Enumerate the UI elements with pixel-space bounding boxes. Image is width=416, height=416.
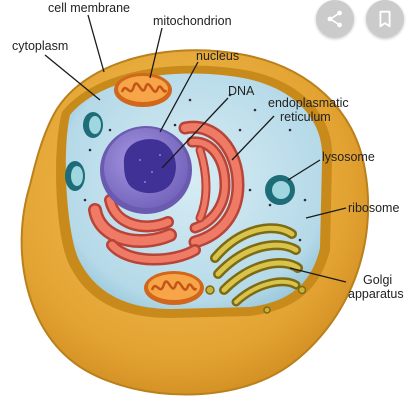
leader-ribosome: [305, 207, 347, 219]
label-ribosome: ribosome: [348, 201, 399, 215]
leader-er: [231, 115, 275, 161]
golgi-apparatus: [205, 223, 307, 314]
leader-lines: [44, 14, 347, 283]
label-golgi-line2: apparatus: [348, 287, 404, 301]
label-er-line2: reticulum: [280, 110, 331, 124]
label-cell-membrane: cell membrane: [48, 1, 130, 15]
label-cytoplasm: cytoplasm: [12, 39, 68, 53]
label-dna: DNA: [228, 84, 255, 98]
label-lysosome: lysosome: [322, 150, 375, 164]
lysosomes: [65, 112, 295, 205]
share-icon: [327, 10, 342, 28]
label-nucleus: nucleus: [196, 49, 239, 63]
leader-nucleus: [159, 61, 199, 133]
leader-mitochondrion: [149, 27, 163, 79]
nucleus: [100, 126, 192, 214]
share-button[interactable]: [316, 0, 354, 38]
leader-golgi: [289, 267, 347, 283]
bookmark-icon: [379, 10, 391, 28]
dna-nucleolus: [123, 139, 176, 194]
leader-dna: [161, 97, 229, 169]
mitochondrion-bottom: [144, 271, 204, 305]
label-er-line1: endoplasmatic: [268, 96, 349, 110]
endoplasmic-reticulum: [88, 120, 245, 266]
labels: cell membrane mitochondrion cytoplasm nu…: [12, 1, 404, 301]
bookmark-button[interactable]: [366, 0, 404, 38]
leader-cell-membrane: [87, 14, 105, 73]
label-golgi-line1: Golgi: [363, 273, 392, 287]
mitochondrion-top: [114, 73, 172, 107]
leader-lysosome: [287, 159, 321, 181]
leader-cytoplasm: [44, 54, 101, 101]
label-mitochondrion: mitochondrion: [153, 14, 232, 28]
